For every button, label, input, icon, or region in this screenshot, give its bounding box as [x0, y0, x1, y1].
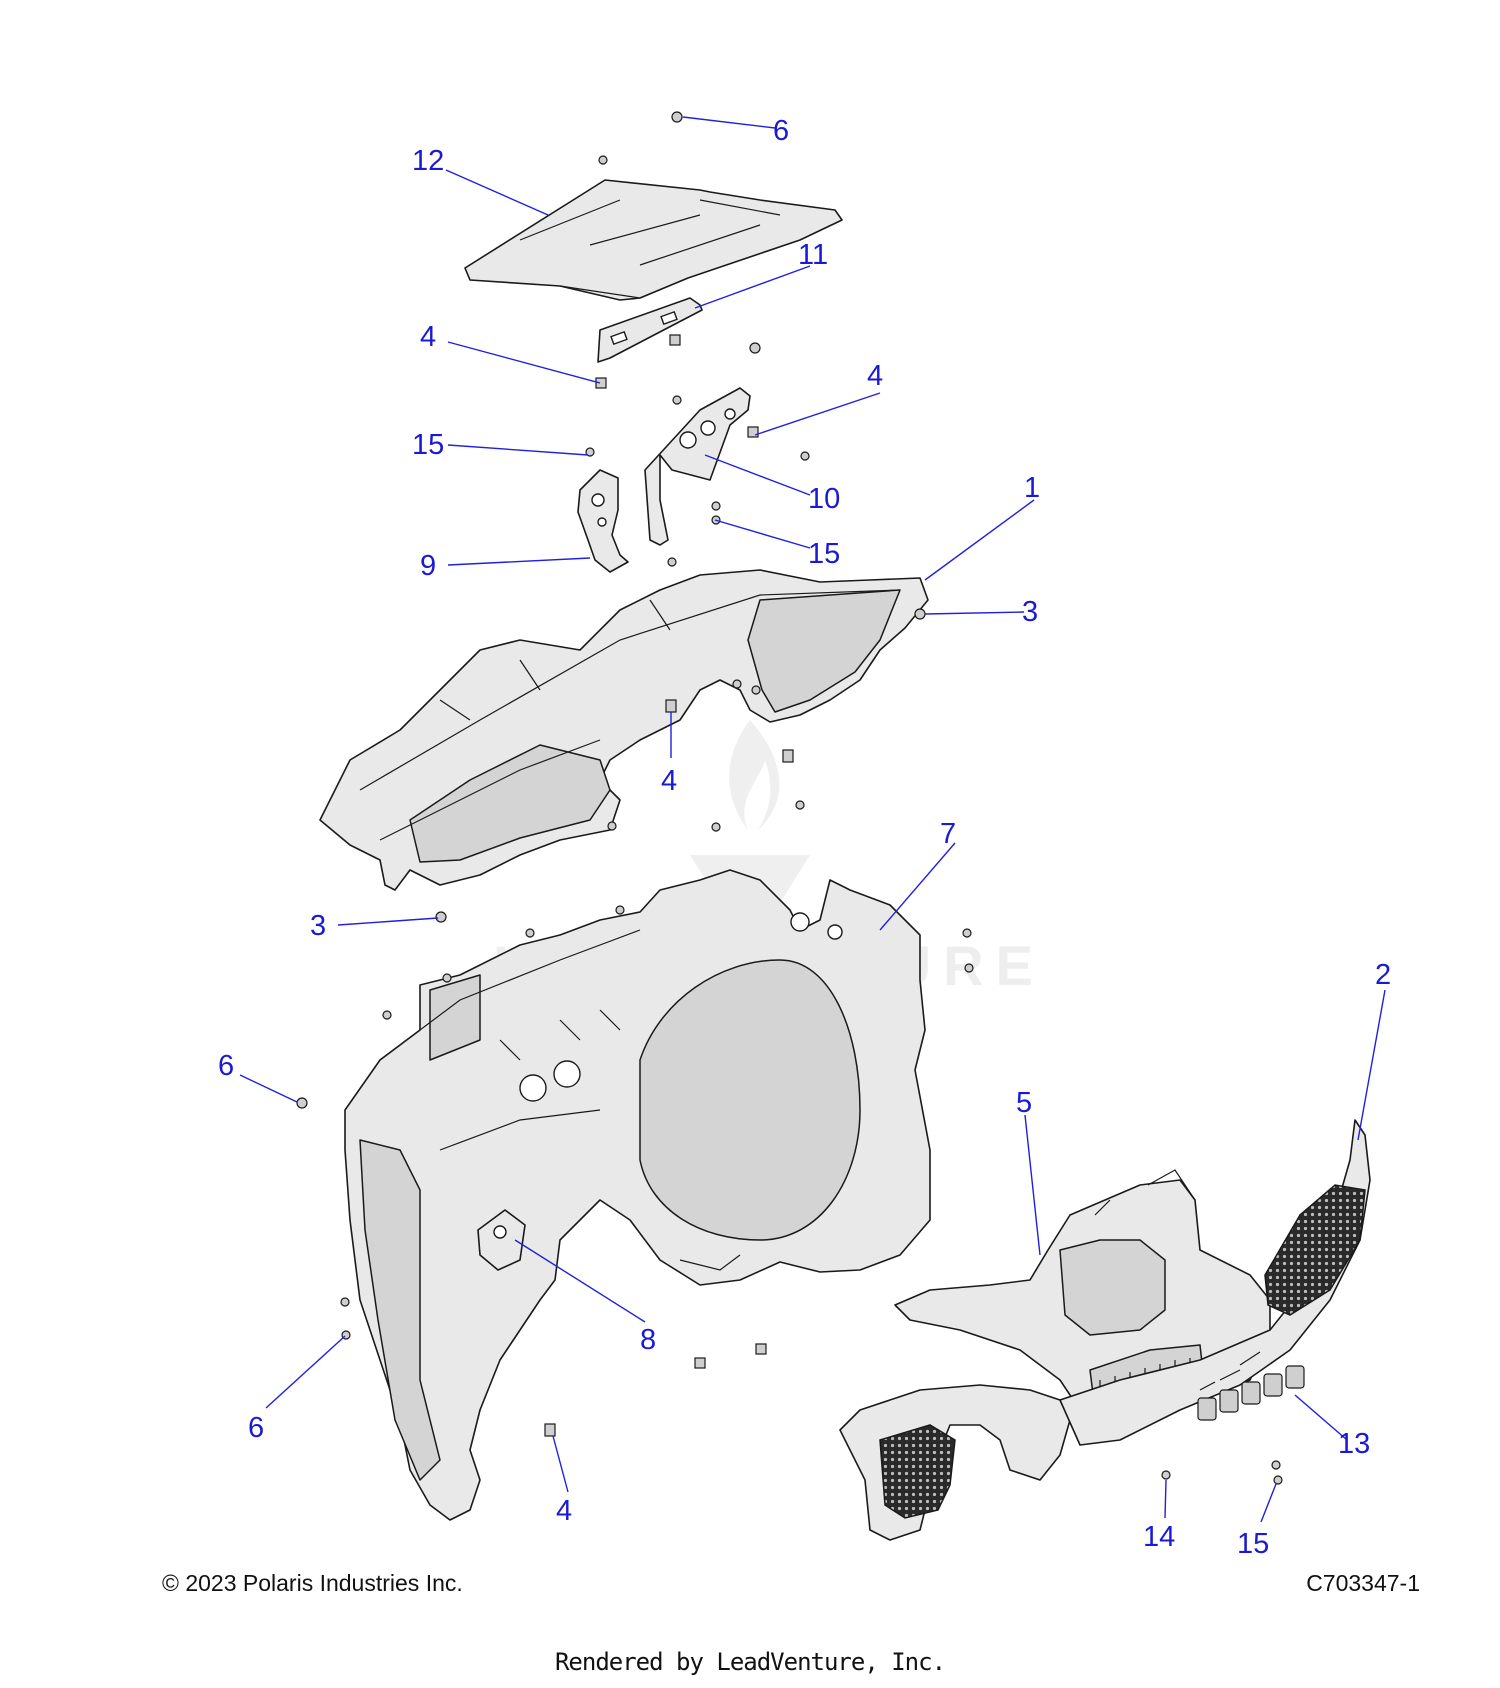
callout-3: 3 — [310, 910, 326, 942]
part-13-clips — [1197, 1365, 1305, 1421]
rendered-by-text: Rendered by LeadVenture, Inc. — [554, 1648, 946, 1676]
part-8-cover — [477, 1209, 526, 1271]
part-7-dash-panel — [344, 869, 931, 1521]
callout-15: 15 — [1237, 1528, 1269, 1560]
part-11-bracket — [597, 297, 703, 363]
callout-14: 14 — [1143, 1521, 1175, 1553]
callout-9: 9 — [420, 550, 436, 582]
callout-12: 12 — [412, 145, 444, 177]
callout-10: 10 — [808, 483, 840, 515]
leader-lines — [239, 116, 1386, 1523]
callout-6: 6 — [218, 1050, 234, 1082]
copyright-text: © 2023 Polaris Industries Inc. — [162, 1570, 463, 1596]
callout-labels: 6 12 11 4 4 15 10 15 9 1 3 4 7 3 6 2 5 8… — [218, 115, 1391, 1560]
callout-4: 4 — [867, 360, 883, 392]
part-1-dash-frame — [319, 569, 929, 891]
part-9-bracket — [577, 469, 629, 573]
callout-11: 11 — [798, 239, 828, 271]
part-2-lower-fascia — [839, 1119, 1371, 1541]
fasteners — [296, 111, 1283, 1485]
callout-5: 5 — [1016, 1087, 1032, 1119]
part-12-dash-top-cover — [464, 179, 843, 301]
callout-8: 8 — [640, 1324, 656, 1356]
callout-4: 4 — [556, 1495, 572, 1527]
callout-6: 6 — [248, 1412, 264, 1444]
callout-4: 4 — [661, 765, 677, 797]
callout-13: 13 — [1338, 1428, 1370, 1460]
callout-4: 4 — [420, 321, 436, 353]
callout-6: 6 — [773, 115, 789, 147]
callout-2: 2 — [1375, 959, 1391, 991]
part-10-bracket — [644, 387, 751, 546]
callout-15: 15 — [808, 538, 840, 570]
drawing-id: C703347-1 — [1306, 1570, 1420, 1596]
callout-15: 15 — [412, 429, 444, 461]
callout-3: 3 — [1022, 596, 1038, 628]
callout-7: 7 — [940, 818, 956, 850]
callout-1: 1 — [1024, 472, 1040, 504]
